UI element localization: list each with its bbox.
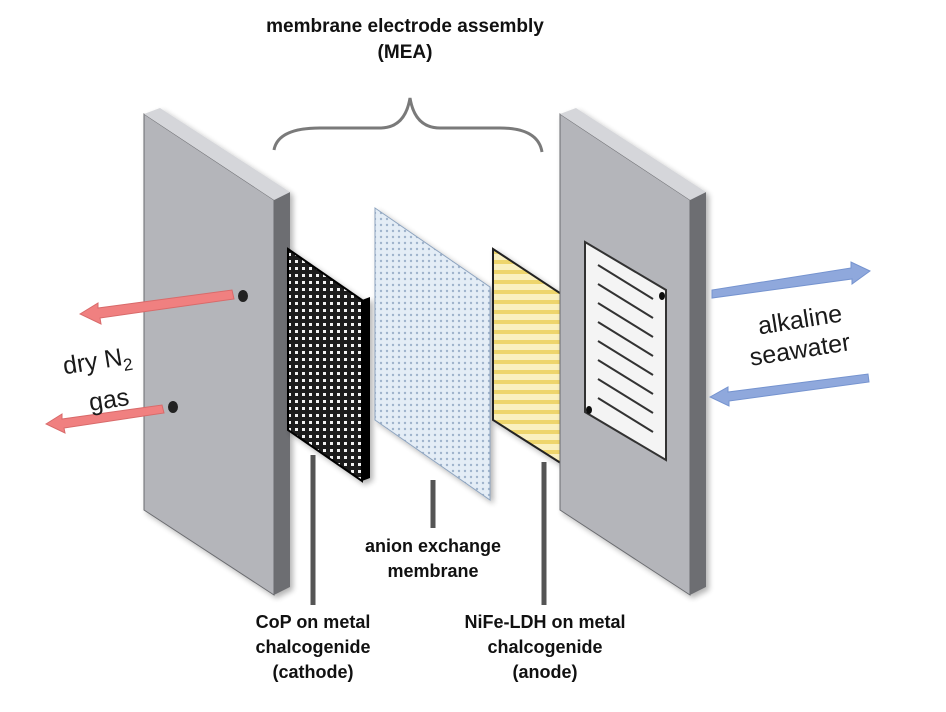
- seawater-arrow-lower: [708, 373, 870, 407]
- membrane-label-line1: anion exchange: [364, 536, 502, 556]
- anode-label: NiFe-LDH on metal chalcogenide (anode): [440, 610, 650, 685]
- n2-gas-text: dry N: [60, 343, 125, 381]
- mea-title-line2: (MEA): [377, 42, 433, 63]
- right-end-plate: [559, 108, 706, 596]
- cathode-label-line1: CoP on metal: [255, 612, 371, 632]
- cathode-label: CoP on metal chalcogenide (cathode): [228, 610, 398, 685]
- cathode-label-line3: (cathode): [272, 662, 354, 682]
- n2-arrow-lower: [44, 404, 165, 434]
- membrane-label-line2: membrane: [387, 561, 479, 581]
- n2-gas-label: dry N2 gas: [38, 343, 158, 417]
- cathode-label-line2: chalcogenide: [255, 637, 371, 657]
- mea-title-line1: membrane electrode assembly: [266, 16, 544, 37]
- anode-label-line3: (anode): [512, 662, 578, 682]
- seawater-label: alkaline seawater: [730, 300, 870, 372]
- left-end-plate: [143, 108, 290, 596]
- membrane-label: anion exchange membrane: [338, 534, 528, 584]
- cathode-plate: [287, 247, 370, 483]
- anode-label-line2: chalcogenide: [487, 637, 603, 657]
- mea-brace: [272, 97, 544, 153]
- mea-title: membrane electrode assembly (MEA): [200, 14, 610, 66]
- seawater-arrow-upper: [711, 261, 871, 299]
- anode-label-line1: NiFe-LDH on metal: [464, 612, 626, 632]
- membrane-sheet: [374, 207, 491, 501]
- n2-gas-subscript: 2: [121, 354, 135, 375]
- n2-arrow-upper: [78, 289, 235, 325]
